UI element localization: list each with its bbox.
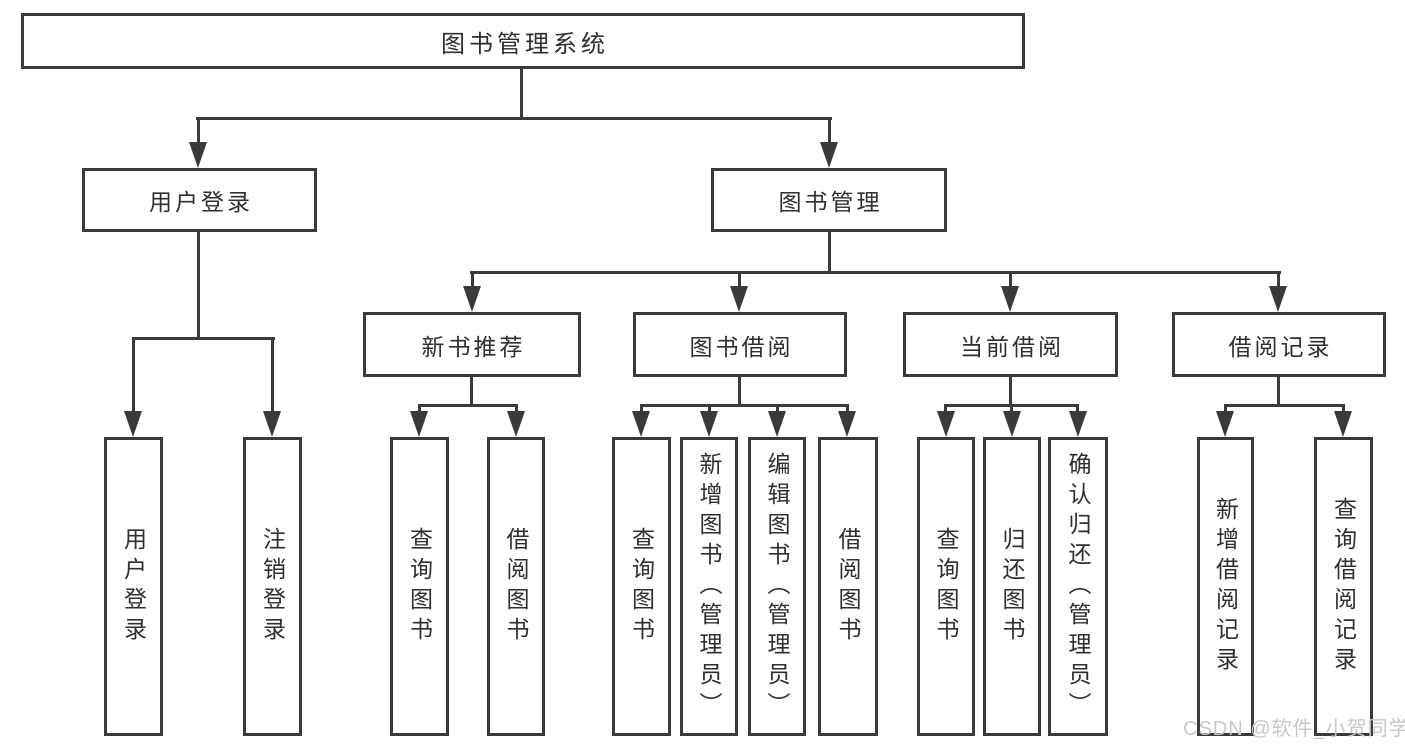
edge-drop-current	[1009, 271, 1012, 289]
arrow-current-icon	[1001, 286, 1019, 312]
edge-root-stem	[520, 68, 523, 120]
edge-drop-d1	[944, 404, 947, 414]
arrow-e1-icon	[1216, 411, 1234, 437]
leaf-confirm-return-admin: 确认归还（管理员）	[1048, 437, 1108, 736]
edge-drop-b2	[515, 404, 518, 414]
edge-drop-c1	[640, 404, 643, 414]
edge-bookmgmt-rail	[470, 271, 1281, 274]
node-library-management-system: 图书管理系统	[21, 13, 1025, 69]
leaf-add-book-admin: 新增图书（管理员）	[680, 437, 738, 736]
arrow-leaf-logout-icon	[263, 411, 281, 437]
edge-drop-leaf-login	[132, 337, 135, 413]
node-book-borrow: 图书借阅	[633, 312, 847, 377]
arrow-c2-icon	[700, 411, 718, 437]
node-current-borrow: 当前借阅	[903, 312, 1118, 377]
arrow-records-icon	[1269, 286, 1287, 312]
arrow-d3-icon	[1069, 411, 1087, 437]
edge-drop-e1	[1224, 404, 1227, 414]
leaf-query-borrow-record: 查询借阅记录	[1314, 437, 1373, 736]
leaf-edit-book-admin: 编辑图书（管理员）	[748, 437, 806, 736]
arrow-leaf-login-icon	[124, 411, 142, 437]
arrow-d2-icon	[1003, 411, 1021, 437]
edge-drop-c2	[708, 404, 711, 414]
leaf-return-books: 归还图书	[983, 437, 1041, 736]
arrow-b2-icon	[507, 411, 525, 437]
arrow-book-mgmt-icon	[820, 142, 838, 168]
leaf-query-books-recommend: 查询图书	[390, 437, 449, 736]
leaf-borrow-books: 借阅图书	[818, 437, 878, 736]
node-book-management: 图书管理	[711, 168, 947, 232]
edge-current-stem	[1009, 376, 1012, 407]
edge-drop-e2	[1342, 404, 1345, 414]
arrow-c1-icon	[632, 411, 650, 437]
edge-drop-c4	[846, 404, 849, 414]
leaf-query-books-borrow: 查询图书	[612, 437, 671, 736]
node-user-login: 用户登录	[82, 168, 317, 232]
edge-recommend-stem	[470, 376, 473, 407]
edge-drop-c3	[776, 404, 779, 414]
edge-drop-records	[1277, 271, 1280, 289]
edge-borrow-rail	[640, 404, 849, 407]
leaf-add-borrow-record: 新增借阅记录	[1197, 437, 1254, 736]
edge-recommend-rail	[418, 404, 518, 407]
edge-root-rail	[196, 117, 832, 120]
edge-userlogin-rail	[132, 337, 275, 340]
edge-drop-d3	[1076, 404, 1079, 414]
arrow-recommend-icon	[463, 286, 481, 312]
edge-drop-borrow	[738, 271, 741, 289]
edge-drop-d2	[1010, 404, 1013, 414]
edge-bookmgmt-stem	[828, 231, 831, 273]
leaf-borrow-books-recommend: 借阅图书	[487, 437, 545, 736]
node-new-book-recommend: 新书推荐	[363, 312, 581, 377]
leaf-query-books-current: 查询图书	[917, 437, 975, 736]
edge-borrow-stem	[738, 376, 741, 407]
edge-drop-b1	[418, 404, 421, 414]
edge-drop-recommend	[471, 271, 474, 289]
arrow-e2-icon	[1334, 411, 1352, 437]
arrow-user-login-icon	[189, 142, 207, 168]
arrow-c3-icon	[768, 411, 786, 437]
leaf-user-login: 用户登录	[104, 437, 163, 736]
node-borrow-records: 借阅记录	[1172, 312, 1386, 377]
arrow-c4-icon	[838, 411, 856, 437]
edge-drop-leaf-logout	[271, 337, 274, 413]
edge-drop-book-mgmt	[828, 117, 831, 145]
edge-records-rail	[1224, 404, 1345, 407]
arrow-d1-icon	[937, 411, 955, 437]
arrow-b1-icon	[410, 411, 428, 437]
edge-userlogin-stem	[197, 231, 200, 339]
edge-records-stem	[1277, 376, 1280, 407]
csdn-watermark: CSDN @软件_小贺同学	[1183, 718, 1405, 740]
edge-drop-user-login	[197, 117, 200, 145]
arrow-borrow-icon	[730, 286, 748, 312]
leaf-logout: 注销登录	[243, 437, 302, 736]
